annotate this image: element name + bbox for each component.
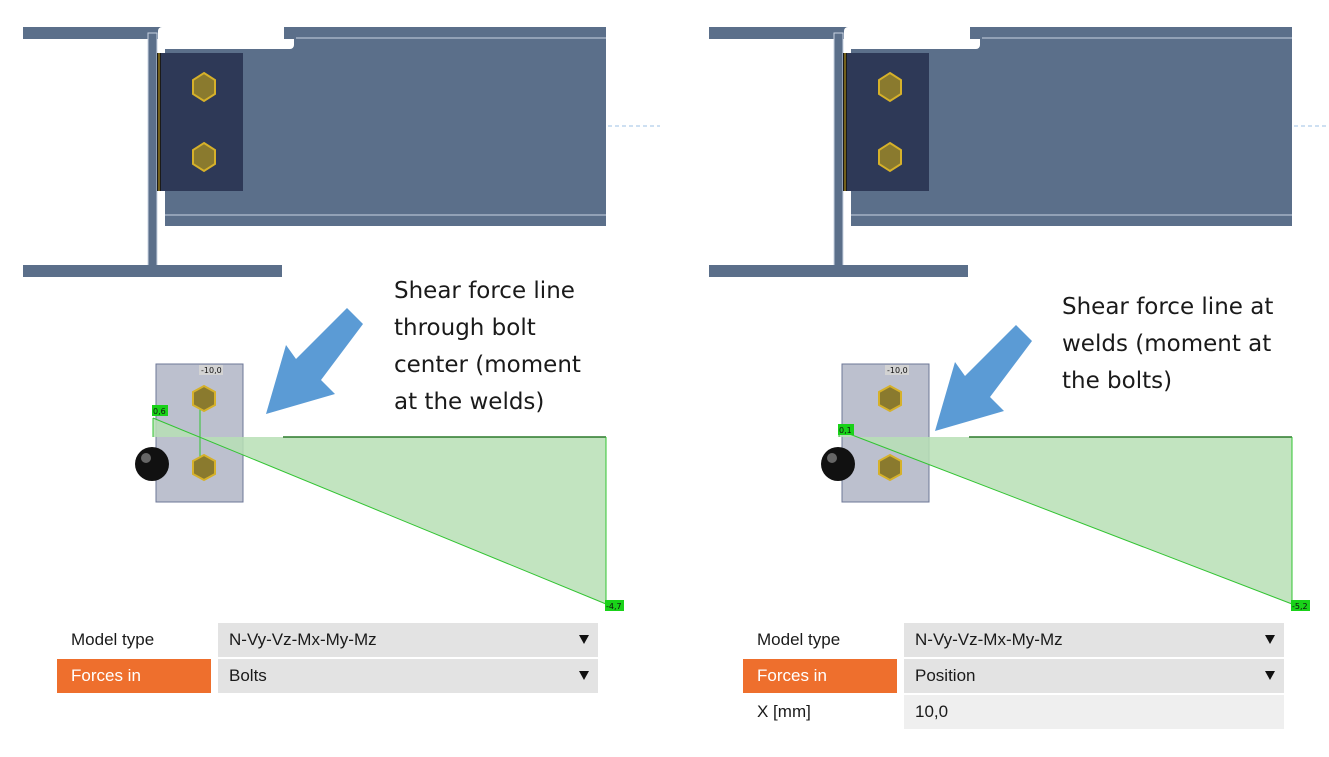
column-bottom-flange xyxy=(709,265,968,277)
support-node xyxy=(821,447,855,481)
plate-outline xyxy=(841,363,930,503)
label-end: -4,7 xyxy=(606,602,622,611)
label-start-tag xyxy=(152,405,168,416)
bolt-diagram-bottom xyxy=(192,453,216,482)
label-top: -10,0 xyxy=(201,366,222,375)
column-top-flange xyxy=(709,27,1292,39)
model-type-select[interactable]: N-Vy-Vz-Mx-My-Mz xyxy=(218,623,598,657)
forces-in-label: Forces in xyxy=(743,659,897,693)
label-top: -10,0 xyxy=(887,366,908,375)
model-type-value: N-Vy-Vz-Mx-My-Mz xyxy=(229,630,377,649)
bolt-diagram-bottom xyxy=(878,453,902,482)
chevron-down-icon xyxy=(1265,671,1275,680)
label-end-tag xyxy=(1291,600,1310,611)
column-web xyxy=(147,32,158,274)
model-type-label: Model type xyxy=(71,630,155,649)
label-end-tag xyxy=(605,600,624,611)
support-node xyxy=(135,447,169,481)
panel-position-case: -10,0 0,1 -5,2 Shear force line at welds… xyxy=(686,0,1329,757)
chevron-down-icon xyxy=(579,671,589,680)
column-top-flange xyxy=(23,27,606,39)
annotation-arrow xyxy=(935,325,1032,431)
cope-notch xyxy=(844,27,980,49)
column-bottom-flange xyxy=(23,265,282,277)
x-input[interactable]: 10,0 xyxy=(904,695,1284,729)
bolt-diagram-top xyxy=(192,384,216,413)
label-start-tag xyxy=(838,424,854,435)
forces-in-select[interactable]: Position xyxy=(904,659,1284,693)
panel-bolts-case: -10,0 0,6 -4,7 Shear force line through … xyxy=(23,27,660,693)
annotation-text: Shear force line through bolt center (mo… xyxy=(394,278,581,415)
forces-in-value: Bolts xyxy=(229,666,267,685)
label-top-tag xyxy=(885,365,909,375)
bolt-top xyxy=(192,71,216,103)
label-top-tag xyxy=(199,365,223,375)
label-start: 0,6 xyxy=(153,407,166,416)
forces-in-select[interactable]: Bolts xyxy=(218,659,598,693)
bolt-bottom xyxy=(878,141,902,173)
label-start: 0,1 xyxy=(839,426,852,435)
annotation-text: Shear force line at welds (moment at the… xyxy=(1062,294,1274,394)
model-type-label: Model type xyxy=(757,630,841,649)
chevron-down-icon xyxy=(1265,635,1275,644)
connection-drawing: -10,0 0,6 -4,7 xyxy=(23,27,660,611)
x-label: X [mm] xyxy=(757,702,811,721)
bolt-bottom xyxy=(192,141,216,173)
connection-drawing: -10,0 0,1 -5,2 xyxy=(709,27,1326,611)
cope-notch xyxy=(158,27,294,49)
x-value: 10,0 xyxy=(915,702,949,721)
bolt-top xyxy=(878,71,902,103)
model-type-select[interactable]: N-Vy-Vz-Mx-My-Mz xyxy=(904,623,1284,657)
bolt-diagram-top xyxy=(878,384,902,413)
forces-in-label: Forces in xyxy=(57,659,211,693)
chevron-down-icon xyxy=(579,635,589,644)
annotation-arrow xyxy=(266,308,363,414)
label-end: -5,2 xyxy=(1292,602,1308,611)
model-type-value: N-Vy-Vz-Mx-My-Mz xyxy=(915,630,1063,649)
forces-in-value: Position xyxy=(915,666,976,685)
column-web xyxy=(833,32,844,274)
